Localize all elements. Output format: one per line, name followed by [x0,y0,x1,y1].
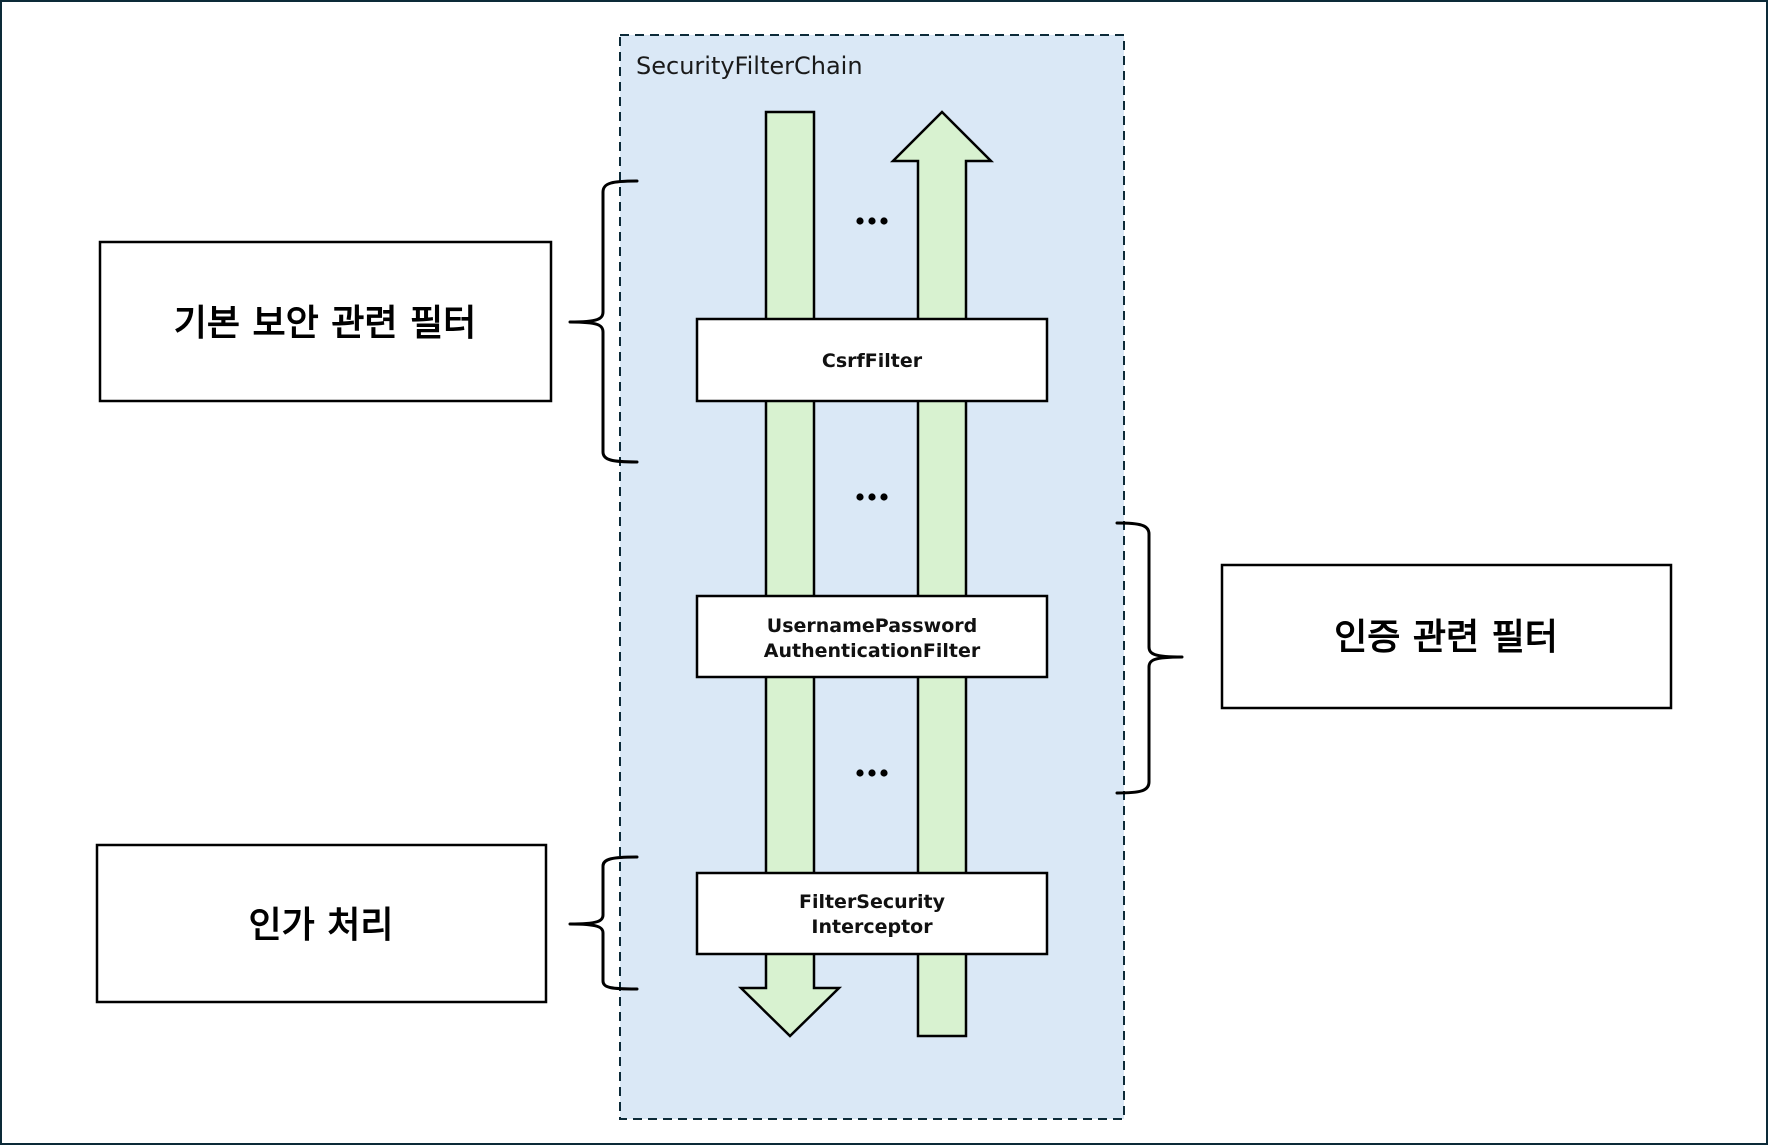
filter-label: CsrfFilter [822,350,923,372]
security-filter-chain-container [619,34,1125,1120]
group-authorization: 인가 처리 [95,843,639,1004]
group-label-box [95,843,548,1004]
container-title: SecurityFilterChain [636,52,863,80]
filter-label-line-2: Interceptor [811,916,933,938]
group-label: 기본 보안 관련 필터 [174,303,477,344]
group-label: 인가 처리 [248,905,393,946]
ellipsis-middle [856,493,888,501]
left-brace-icon [568,855,639,991]
group-label-box [1220,563,1673,710]
filter-label-line-2: AuthenticationFilter [764,640,981,662]
filter-box [695,317,1049,403]
group-label-box [98,240,553,403]
left-brace-icon [568,179,639,464]
filter-label-line-1: UsernamePassword [767,615,977,637]
group-basic-security: 기본 보안 관련 필터 [98,179,639,464]
group-authentication: 인증 관련 필터 [1115,521,1673,795]
ellipsis-bottom [856,769,888,777]
right-brace-icon [1115,521,1184,795]
arrow-down-icon [737,110,843,1038]
filter-username-password: UsernamePassword AuthenticationFilter [695,594,1049,679]
filter-label-line-1: FilterSecurity [799,891,946,913]
ellipsis-top [856,217,888,225]
filter-box [695,594,1049,679]
filter-csrf: CsrfFilter [695,317,1049,403]
group-label: 인증 관련 필터 [1334,617,1558,658]
filter-security-interceptor: FilterSecurity Interceptor [695,871,1049,956]
filter-box [695,871,1049,956]
